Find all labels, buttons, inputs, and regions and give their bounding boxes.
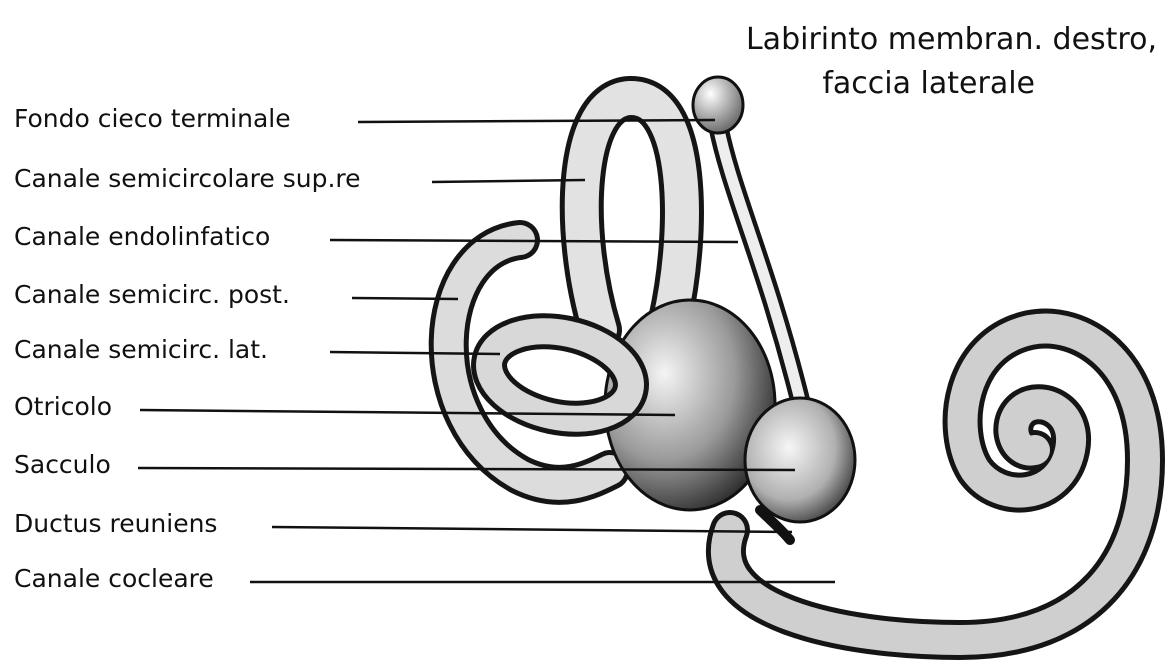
label-canale-semicircolare-laterale: Canale semicirc. lat.: [14, 335, 268, 365]
label-canale-semicircolare-superiore: Canale semicircolare sup.re: [14, 164, 361, 194]
label-canale-semicircolare-posteriore: Canale semicirc. post.: [14, 280, 290, 310]
title-line-2: faccia laterale: [637, 62, 1157, 106]
leader-canale-post: [352, 298, 458, 299]
figure-title: Labirinto membran. destro, faccia latera…: [637, 18, 1157, 106]
label-canale-endolinfatico: Canale endolinfatico: [14, 222, 270, 252]
label-canale-cocleare: Canale cocleare: [14, 564, 214, 594]
label-otricolo: Otricolo: [14, 392, 112, 422]
saccule-shape: [745, 398, 855, 522]
label-ductus-reuniens: Ductus reuniens: [14, 509, 217, 539]
label-fondo-cieco-terminale: Fondo cieco terminale: [14, 104, 291, 134]
label-sacculo: Sacculo: [14, 450, 111, 480]
title-line-1: Labirinto membran. destro,: [637, 18, 1157, 62]
